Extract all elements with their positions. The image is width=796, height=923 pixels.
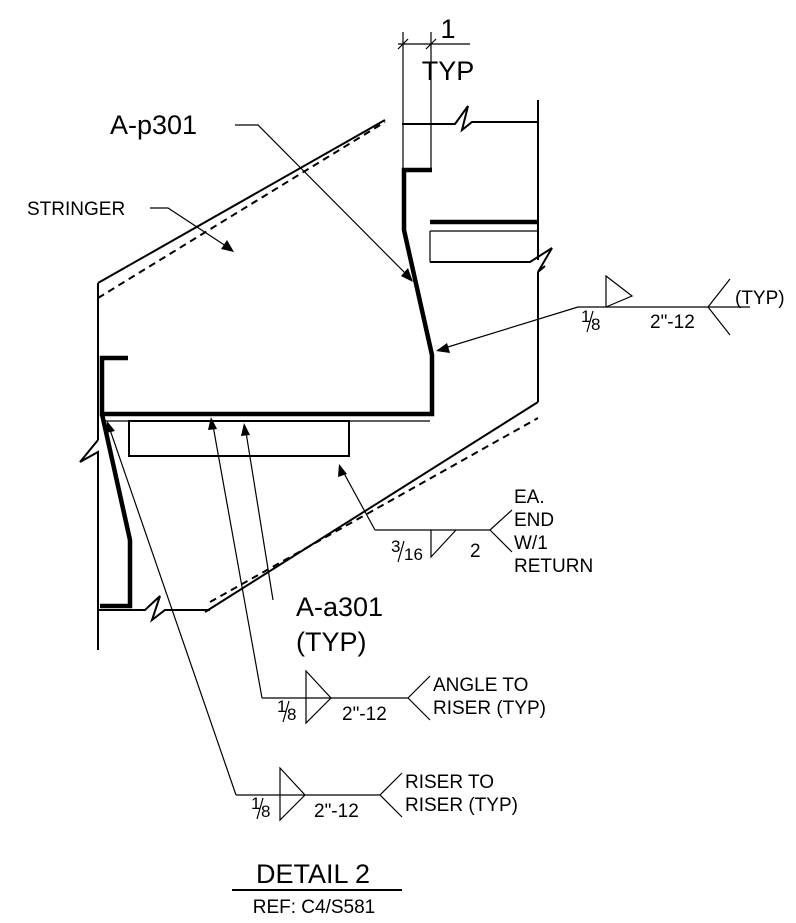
weld1-fillet-symbol [605, 274, 634, 308]
weld4-fillet-symbol [279, 766, 306, 822]
weld1-leader [437, 306, 579, 351]
tread-riser-profile [99, 167, 435, 417]
weld2-size-den: 16 [404, 545, 423, 564]
leaders [106, 124, 579, 796]
stringer [79, 100, 553, 650]
weld2-tail-line-4: RETURN [514, 556, 593, 577]
weld-symbol-1: 1 8 2"-12 (TYP) [578, 274, 785, 336]
break-line-left [79, 439, 99, 463]
weld4-arrow [106, 421, 115, 433]
weld4-tail-line-1: RISER TO [405, 772, 494, 793]
angle-callout-leader [244, 425, 274, 601]
weld4-leader [107, 423, 237, 796]
weld4-size-den: 8 [261, 802, 270, 821]
dimension-value: 1 [440, 14, 455, 44]
weld4-tail-line-2: RISER (TYP) [405, 795, 518, 816]
weld3-size-den: 8 [287, 705, 296, 724]
weld1-tail-note: (TYP) [735, 288, 785, 309]
support-angle [128, 420, 350, 457]
stringer-label: STRINGER [27, 199, 125, 220]
weld2-leader [339, 465, 376, 531]
weld2-tail-line-2: END [514, 510, 554, 531]
weld1-fraction-bar [586, 310, 594, 333]
stringer-bottom-edge [204, 401, 539, 613]
detail-title: DETAIL 2 [256, 859, 370, 889]
weld4-fraction-bar [256, 797, 264, 820]
weld3-tail-line-2: RISER (TYP) [433, 698, 546, 719]
weld2-arrow [338, 464, 347, 477]
plate-callout-leader [235, 124, 413, 281]
weld3-size-num: 1 [277, 697, 286, 716]
weld3-fillet-symbol [305, 669, 332, 725]
weld3-tail [407, 675, 431, 721]
detail-reference: REF: C4/S581 [253, 897, 376, 918]
weld-symbol-2: 3 16 2 EA. END W/1 RETURN [375, 487, 593, 577]
weld4-size-num: 1 [251, 794, 260, 813]
dimension-tick-left [397, 38, 409, 50]
break-line-right [430, 247, 553, 273]
weld2-fillet-symbol [430, 529, 457, 559]
stringer-bottom-hidden-line [209, 417, 539, 603]
weld3-leader [211, 419, 263, 699]
plate-callout-label: A-p301 [110, 110, 197, 140]
weld4-tail [379, 772, 403, 818]
weld2-tail-line-1: EA. [514, 487, 545, 508]
stringer-top-edge [97, 119, 386, 284]
weld2-fraction-bar [397, 540, 405, 563]
angle-callout-note: (TYP) [296, 627, 367, 657]
weld-symbol-3: 1 8 2"-12 ANGLE TO RISER (TYP) [262, 669, 546, 725]
weld1-arrow [436, 343, 450, 353]
weld2-size-num: 3 [391, 537, 400, 556]
weld1-size-num: 1 [581, 307, 590, 326]
weld1-length-pitch: 2"-12 [650, 312, 695, 333]
plate-callout-arrow [401, 268, 413, 282]
weld3-length-pitch: 2"-12 [342, 704, 387, 725]
dimension-tick-right [425, 38, 437, 50]
weld3-fraction-bar [282, 700, 290, 723]
weld2-length: 2 [470, 541, 481, 562]
weld-symbol-4: 1 8 2"-12 RISER TO RISER (TYP) [236, 766, 518, 822]
weld2-tail-line-3: W/1 [514, 533, 548, 554]
stringer-leader [150, 207, 233, 251]
stringer-arrow [221, 240, 234, 252]
angle-callout-label: A-a301 [296, 592, 383, 622]
dimension-note: TYP [422, 56, 475, 86]
weld3-arrow [208, 417, 217, 430]
weld3-tail-line-1: ANGLE TO [433, 675, 528, 696]
angle-callout-arrow [241, 423, 250, 436]
weld2-tail [489, 509, 513, 553]
stringer-top-hidden-line [97, 121, 386, 299]
detail-title-block: DETAIL 2 REF: C4/S581 [232, 859, 402, 918]
dimension-typ: 1 TYP [397, 14, 475, 168]
lower-riser-profile [99, 413, 133, 609]
weld1-tail [707, 278, 731, 336]
break-line-top [402, 105, 538, 133]
weld1-size-den: 8 [591, 315, 600, 334]
weld4-length-pitch: 2"-12 [314, 801, 359, 822]
